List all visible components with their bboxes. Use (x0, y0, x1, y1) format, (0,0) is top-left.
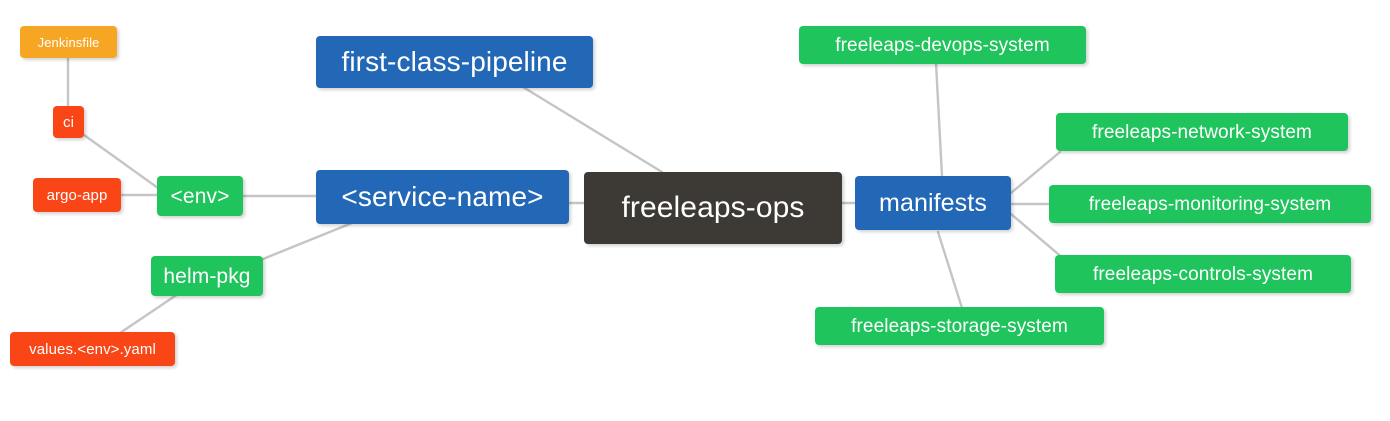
node-first-class-pipeline-label: first-class-pipeline (341, 46, 568, 77)
edge-valuesyaml-helmpkg (118, 292, 180, 335)
node-values-yaml[interactable]: values.<env>.yaml (10, 332, 175, 366)
node-service-name[interactable]: <service-name> (316, 170, 569, 224)
node-freeleaps-monitoring-system[interactable]: freeleaps-monitoring-system (1049, 185, 1371, 223)
node-freeleaps-network-system[interactable]: freeleaps-network-system (1056, 113, 1348, 151)
node-helm-pkg[interactable]: helm-pkg (151, 256, 263, 296)
node-freeleaps-controls-system[interactable]: freeleaps-controls-system (1055, 255, 1351, 293)
node-freeleaps-controls-system-label: freeleaps-controls-system (1092, 263, 1314, 285)
node-freeleaps-network-system-label: freeleaps-network-system (1092, 121, 1312, 143)
node-ci-label: ci (62, 113, 75, 131)
node-manifests-label: manifests (879, 188, 987, 217)
node-root-freeleaps-ops[interactable]: freeleaps-ops (584, 172, 842, 244)
node-freeleaps-devops-system[interactable]: freeleaps-devops-system (799, 26, 1086, 64)
edge-firstclasspipeline-root (521, 85, 664, 174)
node-freeleaps-storage-system-label: freeleaps-storage-system (851, 315, 1068, 337)
node-env-label: <env> (170, 184, 230, 208)
node-ci[interactable]: ci (53, 106, 84, 138)
node-first-class-pipeline[interactable]: first-class-pipeline (316, 36, 593, 88)
node-manifests[interactable]: manifests (855, 176, 1011, 230)
node-jenkinsfile[interactable]: Jenkinsfile (20, 26, 117, 58)
node-freeleaps-storage-system[interactable]: freeleaps-storage-system (815, 307, 1104, 345)
node-values-yaml-label: values.<env>.yaml (29, 340, 156, 358)
node-freeleaps-monitoring-system-label: freeleaps-monitoring-system (1088, 193, 1332, 215)
node-jenkinsfile-label: Jenkinsfile (37, 34, 100, 50)
node-service-name-label: <service-name> (341, 181, 544, 212)
edge-manifests-devops-system (934, 61, 944, 178)
node-freeleaps-devops-system-label: freeleaps-devops-system (835, 34, 1050, 56)
edge-manifests-storage-system (936, 230, 964, 310)
node-argo-app-label: argo-app (46, 186, 108, 204)
node-env[interactable]: <env> (157, 176, 243, 216)
node-helm-pkg-label: helm-pkg (163, 264, 251, 288)
node-root-freeleaps-ops-label: freeleaps-ops (621, 191, 805, 224)
node-argo-app[interactable]: argo-app (33, 178, 121, 212)
edge-helmpkg-servicename (261, 221, 354, 261)
